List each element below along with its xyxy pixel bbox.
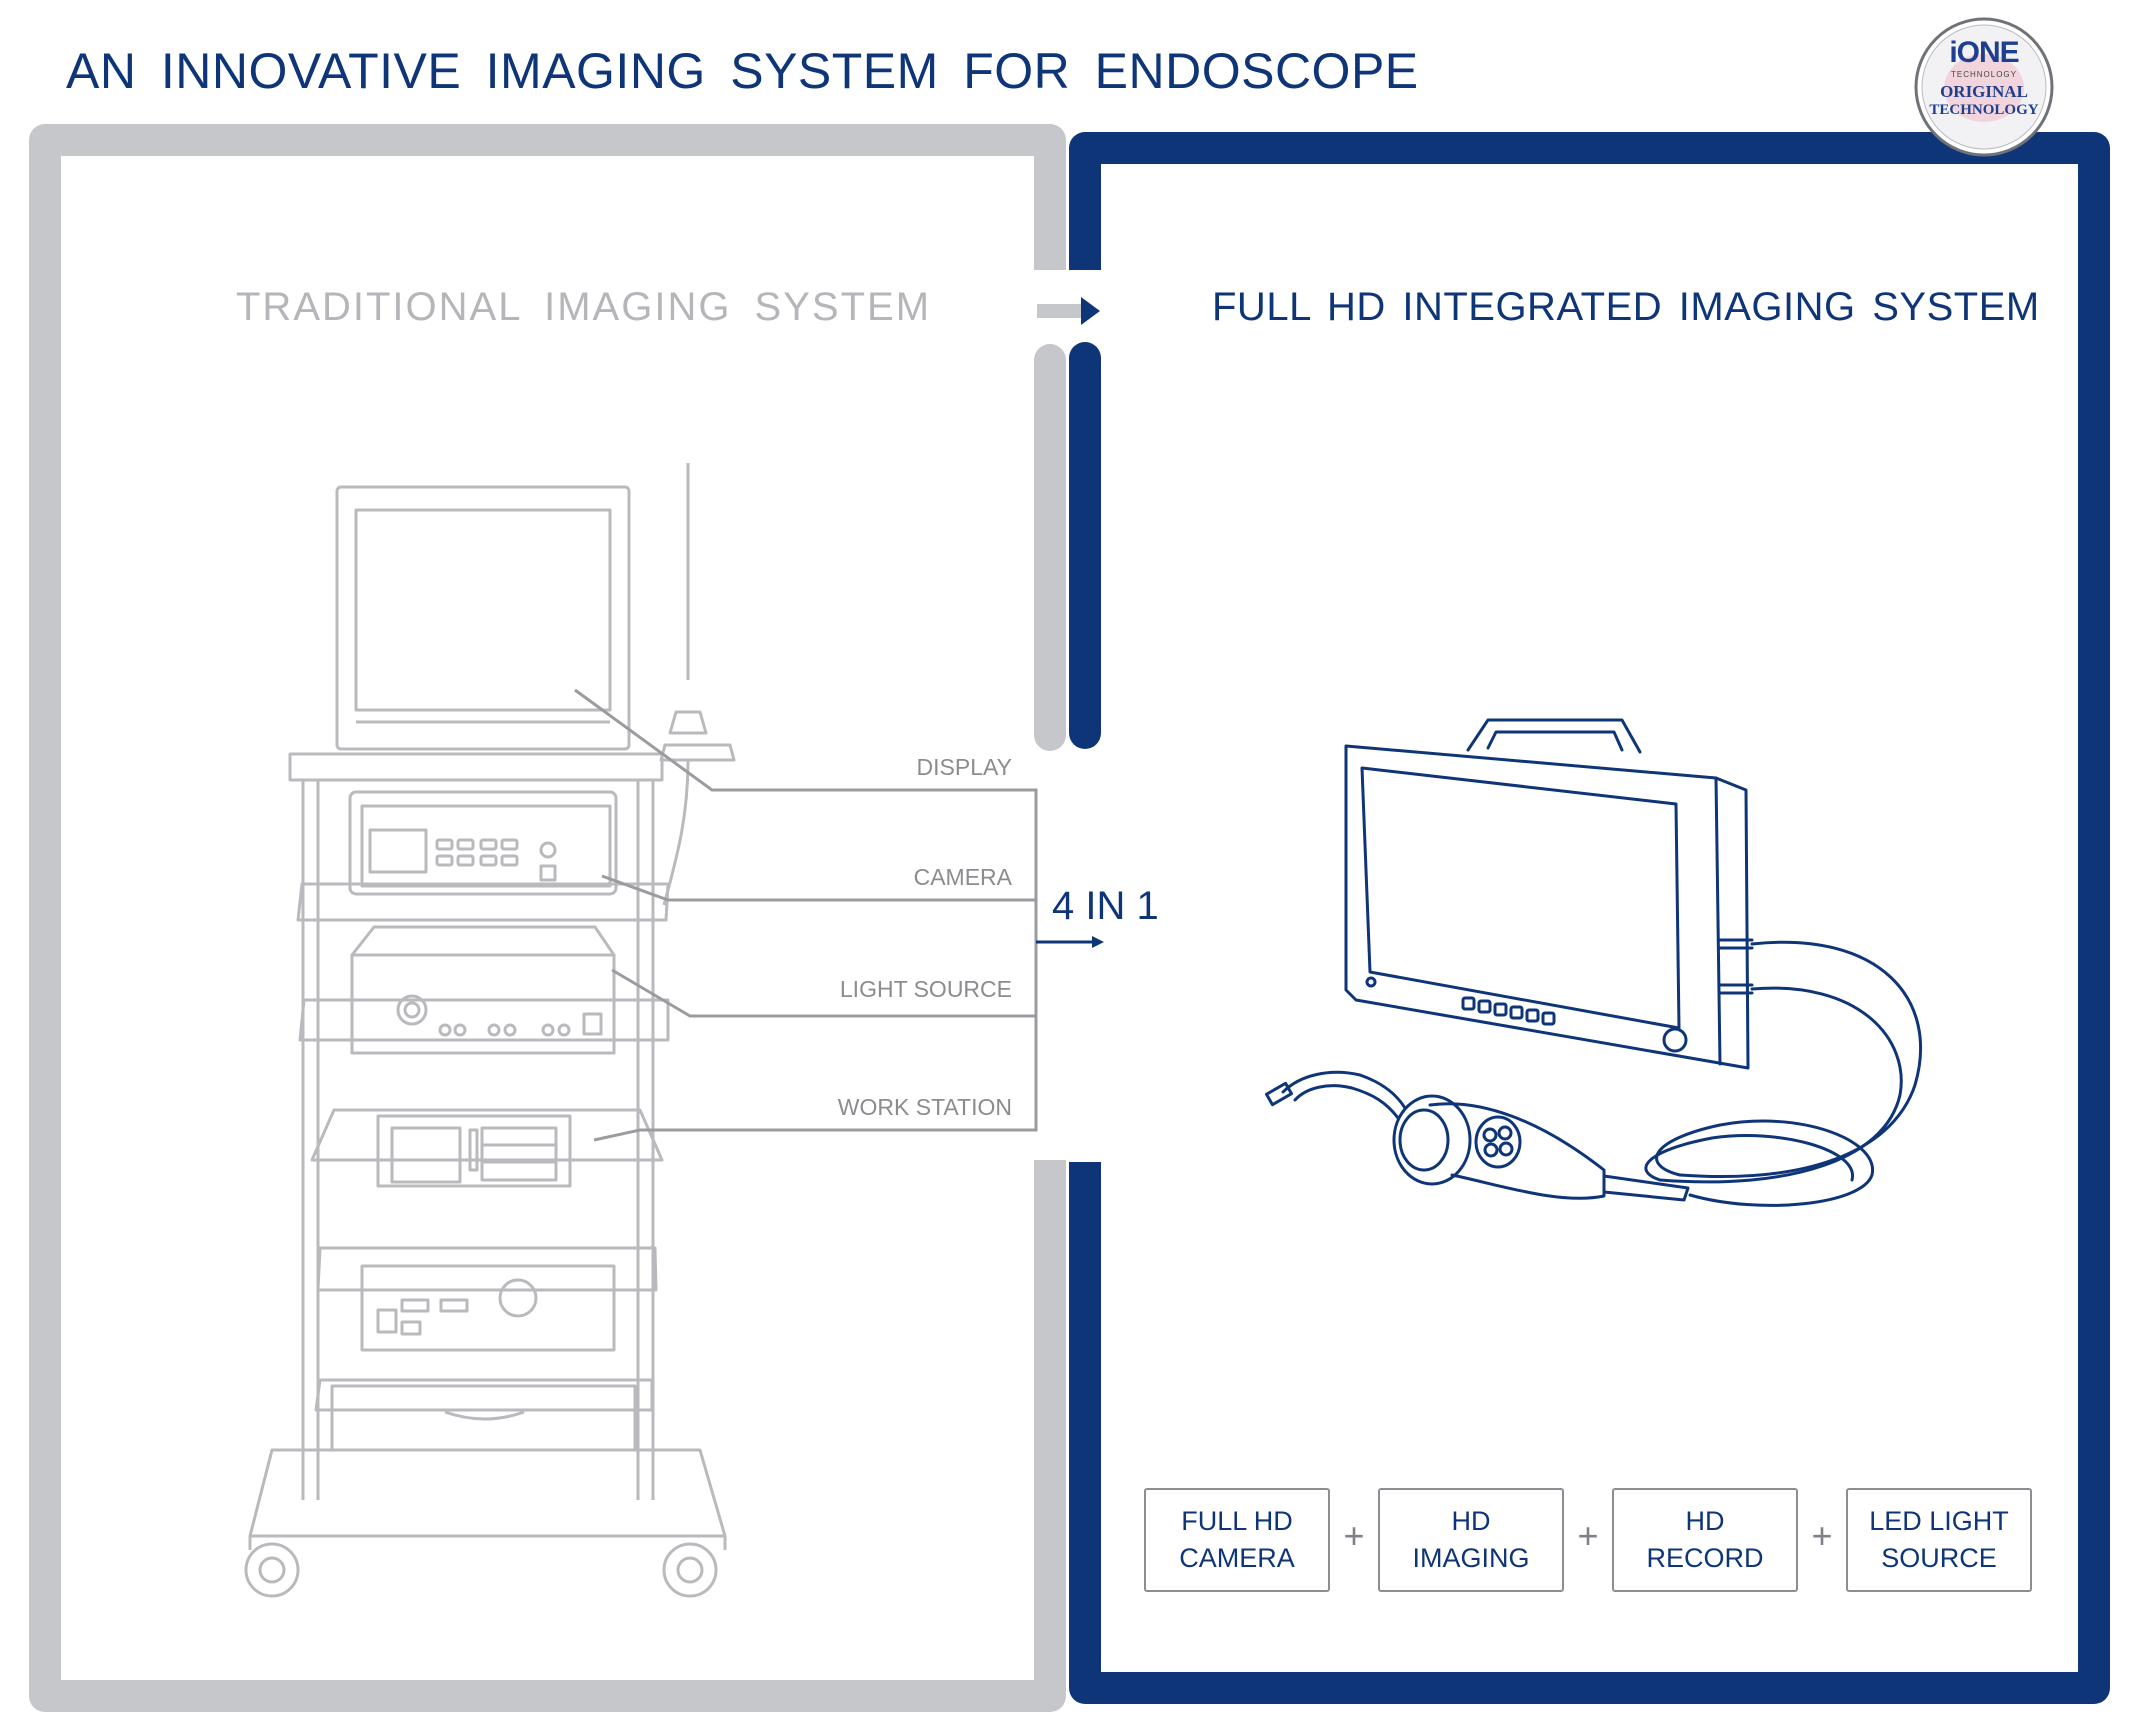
ione-logo-icon	[1914, 17, 2054, 157]
page-title: AN INNOVATIVE IMAGING SYSTEM FOR ENDOSCO…	[66, 43, 1419, 99]
label-display: DISPLAY	[916, 754, 1012, 780]
feature-box-full-hd-camera: FULL HD CAMERA	[1144, 1488, 1330, 1592]
logo-text-line1: ORIGINAL	[1940, 82, 2028, 101]
integrated-device-drawing	[1264, 718, 1922, 1207]
four-in-one-label: 4 IN 1	[1052, 884, 1159, 928]
plus-sign: +	[1343, 1515, 1365, 1556]
feature-line: SOURCE	[1881, 1543, 1997, 1573]
integrated-system-title: FULL HD INTEGRATED IMAGING SYSTEM	[1212, 285, 2040, 329]
feature-box-led-light-source: LED LIGHT SOURCE	[1846, 1488, 2032, 1592]
feature-line: LED LIGHT	[1869, 1506, 2009, 1536]
integrated-frame	[1069, 132, 2110, 1704]
label-camera: CAMERA	[913, 864, 1012, 890]
feature-line: FULL HD	[1181, 1506, 1293, 1536]
label-work-station: WORK STATION	[837, 1094, 1012, 1120]
feature-line: IMAGING	[1412, 1543, 1530, 1573]
logo-brand: iONE	[1949, 36, 2019, 69]
traditional-cart-drawing	[244, 463, 736, 1598]
feature-box-hd-record: HD RECORD	[1612, 1488, 1798, 1592]
logo: iONE TECHNOLOGY ORIGINAL TECHNOLOGY	[1915, 18, 2053, 156]
feature-box-hd-imaging: HD IMAGING	[1378, 1488, 1564, 1592]
logo-text-line2: TECHNOLOGY	[1929, 102, 2039, 118]
logo-tagline: TECHNOLOGY	[1950, 70, 2017, 79]
feature-line: CAMERA	[1179, 1543, 1295, 1573]
feature-line: HD	[1451, 1506, 1491, 1536]
transition-arrow-icon	[1037, 297, 1100, 325]
feature-line: RECORD	[1646, 1543, 1764, 1573]
traditional-system-title: TRADITIONAL IMAGING SYSTEM	[236, 285, 932, 329]
feature-line: HD	[1685, 1506, 1725, 1536]
plus-sign: +	[1577, 1515, 1599, 1556]
plus-sign: +	[1811, 1515, 1833, 1556]
label-light-source: LIGHT SOURCE	[839, 976, 1012, 1002]
traditional-frame	[29, 124, 1066, 1712]
callout-lines	[574, 688, 1104, 1142]
